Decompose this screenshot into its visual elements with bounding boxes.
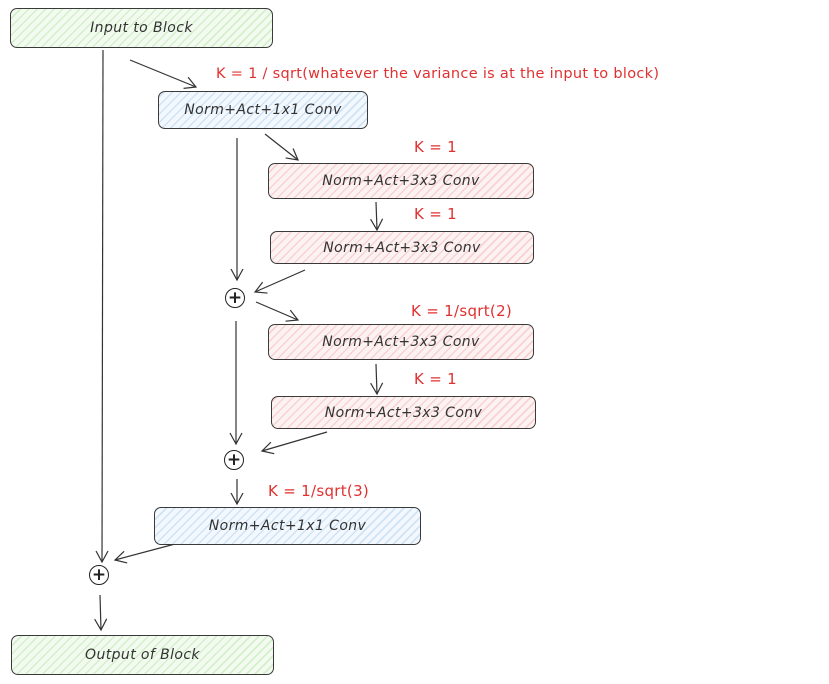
sum-symbol-1: + <box>227 287 243 308</box>
sum-node-2: + <box>224 450 244 470</box>
sum-symbol-2: + <box>226 449 242 470</box>
output-node: Output of Block <box>11 635 274 675</box>
output-node-label: Output of Block <box>85 647 200 663</box>
k-label-a1: K = 1 <box>414 138 457 156</box>
conv1x1-top-label: Norm+Act+1x1 Conv <box>184 102 342 118</box>
input-node: Input to Block <box>10 8 273 48</box>
arrow-b1-to-b2 <box>370 363 384 396</box>
k-label-b2: K = 1 <box>414 370 457 388</box>
sum-node-1: + <box>225 288 245 308</box>
skip-arrow-main <box>95 49 109 564</box>
conv3x3-b2-node: Norm+Act+3x3 Conv <box>271 396 536 429</box>
arrow-a1-to-a2 <box>370 201 384 232</box>
arrow-conv1x1-to-final-sum <box>113 543 176 564</box>
conv3x3-a1-label: Norm+Act+3x3 Conv <box>322 173 480 189</box>
arrow-conv1x1-to-a1 <box>264 133 299 161</box>
conv3x3-a2-node: Norm+Act+3x3 Conv <box>270 231 534 264</box>
conv3x3-a1-node: Norm+Act+3x3 Conv <box>268 163 534 199</box>
k-label-a2: K = 1 <box>414 205 457 223</box>
conv1x1-top-node: Norm+Act+1x1 Conv <box>158 91 368 129</box>
k-label-b1: K = 1/sqrt(2) <box>411 302 513 320</box>
k-label-top: K = 1 / sqrt(whatever the variance is at… <box>216 66 660 82</box>
k-label-bottom: K = 1/sqrt(3) <box>268 482 370 500</box>
conv3x3-b1-label: Norm+Act+3x3 Conv <box>322 334 480 350</box>
conv3x3-a2-label: Norm+Act+3x3 Conv <box>323 239 481 256</box>
arrow-a2-to-sum1 <box>253 269 306 294</box>
arrow-sum1-to-b1 <box>255 301 300 322</box>
conv3x3-b2-label: Norm+Act+3x3 Conv <box>324 404 483 421</box>
conv1x1-bottom-node: Norm+Act+1x1 Conv <box>154 507 421 545</box>
sum-symbol-final: + <box>91 564 107 585</box>
conv3x3-b1-node: Norm+Act+3x3 Conv <box>268 324 534 360</box>
arrow-input-to-conv1x1 <box>129 59 198 89</box>
arrow-b2-to-sum2 <box>260 431 328 455</box>
conv1x1-bottom-label: Norm+Act+1x1 Conv <box>208 518 367 534</box>
input-node-label: Input to Block <box>90 20 193 36</box>
arrow-sum-to-output <box>94 594 108 632</box>
sum-node-final: + <box>89 565 109 585</box>
